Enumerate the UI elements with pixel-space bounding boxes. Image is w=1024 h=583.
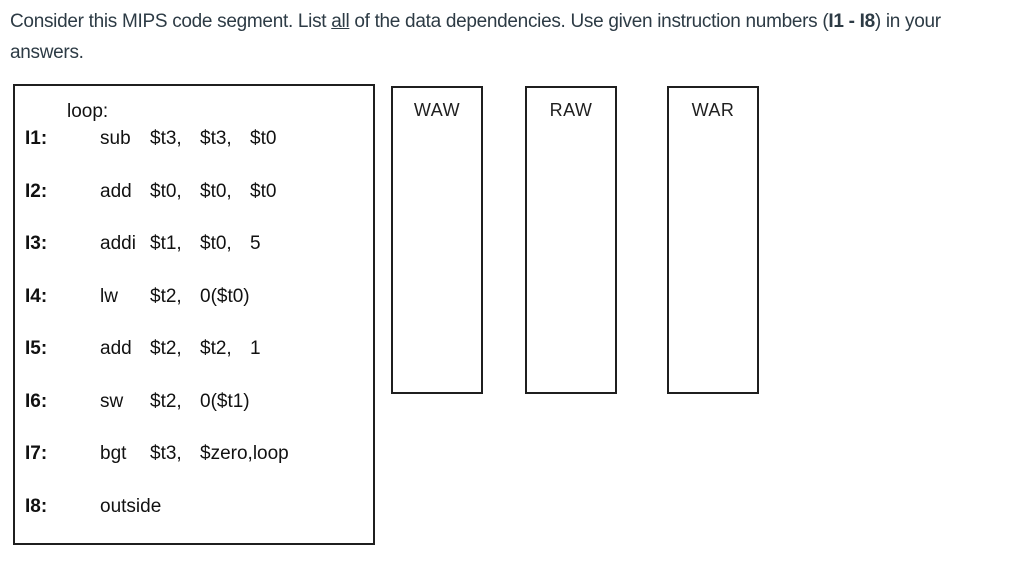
instruction-mnemonic: add xyxy=(100,180,132,202)
answer-box-waw: WAW xyxy=(391,86,483,394)
instruction-operand: $t2, xyxy=(150,390,182,412)
instruction-operand: $t3, xyxy=(200,128,232,149)
question-segment: of the data dependencies. Use given inst… xyxy=(349,11,829,32)
instruction-row-i4: I4: lw $t2, 0($t0) xyxy=(25,283,373,310)
instruction-operand: $t0 xyxy=(250,128,277,149)
instruction-label: I1: xyxy=(25,128,48,149)
instruction-mnemonic: sw xyxy=(100,390,124,412)
instruction-label: I7: xyxy=(25,443,48,464)
instruction-mnemonic: addi xyxy=(100,233,136,254)
question-line-1: Consider this MIPS code segment. List al… xyxy=(10,6,1018,37)
question-bold-range: I1 - I8 xyxy=(828,11,875,32)
instruction-operand: $t2, xyxy=(150,285,182,307)
instruction-operand: 0($t1) xyxy=(200,390,250,412)
instruction-label: I3: xyxy=(25,233,48,254)
instruction-operand: $zero, xyxy=(200,443,253,464)
answer-box-war-label: WAR xyxy=(691,100,735,120)
instruction-row-i6: I6: sw $t2, 0($t1) xyxy=(25,388,373,415)
instruction-row-i8: I8: outside xyxy=(25,493,373,520)
instruction-operand: $t3, xyxy=(150,128,182,149)
loop-label: loop: xyxy=(67,101,109,122)
answer-box-raw-label: RAW xyxy=(549,100,593,120)
question-segment: ) in your xyxy=(874,11,941,32)
instruction-operand: $t1, xyxy=(150,233,182,254)
question-line-2: answers. xyxy=(10,42,84,63)
instruction-operand: 0($t0) xyxy=(200,285,250,307)
instruction-label: I5: xyxy=(25,338,48,359)
code-row-loop: loop: xyxy=(25,98,373,125)
instruction-row-i2: I2: add $t0, $t0, $t0 xyxy=(25,178,373,205)
instruction-row-i1: I1: sub $t3, $t3, $t0 xyxy=(25,125,373,152)
instruction-operand: loop xyxy=(252,443,289,464)
instruction-mnemonic: lw xyxy=(100,285,118,307)
instruction-operand: $t3, xyxy=(150,443,182,464)
answer-box-raw: RAW xyxy=(525,86,617,394)
question-segment: Consider this MIPS code segment. List xyxy=(10,11,332,32)
mips-code-box: loop: I1: sub $t3, $t3, $t0 I2: add $t0, $t0, $t… xyxy=(13,84,375,545)
instruction-mnemonic: add xyxy=(100,338,132,359)
instruction-label: I6: xyxy=(25,390,48,412)
answer-box-waw-label: WAW xyxy=(413,100,461,120)
instruction-operand: $t2, xyxy=(200,338,232,359)
instruction-operand: 5 xyxy=(250,233,261,254)
instruction-operand: $t0, xyxy=(200,233,232,254)
instruction-label: I4: xyxy=(25,285,48,307)
question-text: Consider this MIPS code segment. List al… xyxy=(10,6,1018,68)
question-underlined-word: all xyxy=(331,11,350,32)
instruction-mnemonic: outside xyxy=(100,495,162,517)
instruction-operand: 1 xyxy=(250,338,261,359)
instruction-row-i7: I7: bgt $t3, $zero,loop xyxy=(25,440,373,467)
answer-box-war: WAR xyxy=(667,86,759,394)
instruction-mnemonic: bgt xyxy=(100,443,127,464)
instruction-operand: $t0, xyxy=(150,180,182,202)
instruction-operand: $t2, xyxy=(150,338,182,359)
instruction-mnemonic: sub xyxy=(100,128,131,149)
instruction-label: I2: xyxy=(25,180,48,202)
instruction-row-i5: I5: add $t2, $t2, 1 xyxy=(25,335,373,362)
instruction-operand: $t0 xyxy=(250,180,277,202)
instruction-label: I8: xyxy=(25,495,48,517)
instruction-row-i3: I3: addi $t1, $t0, 5 xyxy=(25,230,373,257)
instruction-operand: $t0, xyxy=(200,180,232,202)
